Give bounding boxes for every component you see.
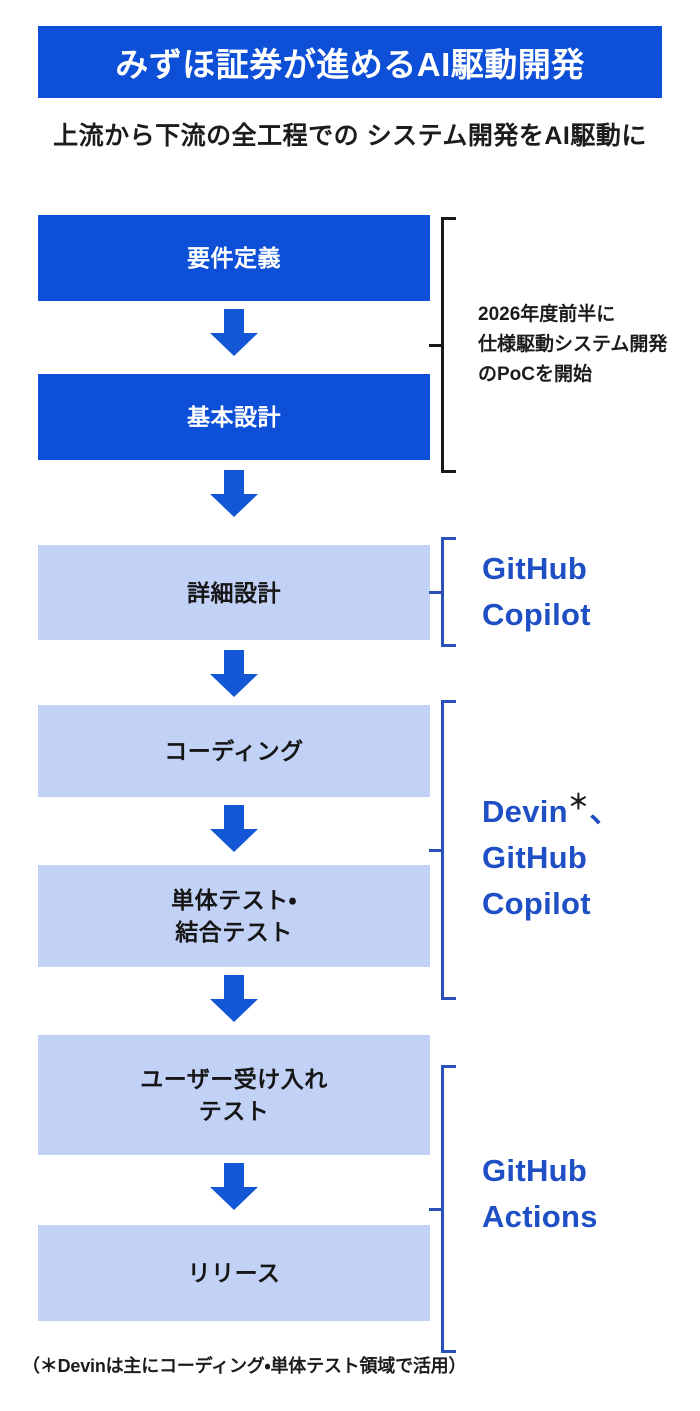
down-arrow-icon: [210, 805, 258, 852]
flow-step-unit-integration-test: 単体テスト・ 結合テスト: [38, 865, 430, 967]
flow-step-requirements: 要件定義: [38, 215, 430, 301]
bracket-coding-test: [429, 700, 457, 1000]
flow-step-label: 要件定義: [187, 245, 281, 271]
flow-step-release: リリース: [38, 1225, 430, 1321]
down-arrow-icon: [210, 470, 258, 517]
annotation-devin-name: Devin: [482, 794, 568, 829]
annotation-devin-rest: GitHub Copilot: [482, 840, 591, 921]
annotation-devin-suffix: 、: [589, 794, 621, 829]
down-arrow-icon: [210, 650, 258, 697]
down-arrow-icon: [210, 975, 258, 1022]
flow-step-coding: コーディング: [38, 705, 430, 797]
title-banner: みずほ証券が進めるAI駆動開発: [38, 26, 662, 98]
page-title: みずほ証券が進めるAI駆動開発: [115, 46, 585, 83]
flow-step-label: 基本設計: [187, 404, 281, 430]
annotation-github-copilot-design: GitHub Copilot: [482, 551, 591, 632]
down-arrow-icon: [210, 1163, 258, 1210]
flow-step-label: コーディング: [164, 738, 304, 764]
annotation-devin-github-copilot: Devin＊、 GitHub Copilot: [482, 780, 621, 927]
annotation-poc-note: 2026年度前半に 仕様駆動システム開発 のPoCを開始: [478, 304, 668, 385]
flow-step-label: リリース: [187, 1260, 281, 1286]
flow-step-label: 単体テスト・ 結合テスト: [171, 887, 297, 945]
bracket-acceptance-release: [429, 1065, 457, 1353]
subtitle: 上流から下流の全工程での システム開発をAI駆動に: [53, 122, 647, 150]
flow-step-detailed-design: 詳細設計: [38, 545, 430, 640]
flow-step-basic-design: 基本設計: [38, 374, 430, 460]
down-arrow-icon: [210, 309, 258, 356]
flow-step-label: 詳細設計: [187, 579, 281, 606]
annotation-github-actions: GitHub Actions: [482, 1153, 598, 1234]
bracket-detailed-design: [429, 537, 457, 647]
footnote-marker-icon: ＊: [567, 791, 590, 814]
bracket-requirements-basic-design: [429, 217, 457, 473]
footnote: （＊Devinは主にコーディング・単体テスト領域で活用）: [22, 1356, 467, 1376]
flow-step-label: ユーザー受け入れ テスト: [140, 1066, 328, 1124]
flow-step-user-acceptance-test: ユーザー受け入れ テスト: [38, 1035, 430, 1155]
